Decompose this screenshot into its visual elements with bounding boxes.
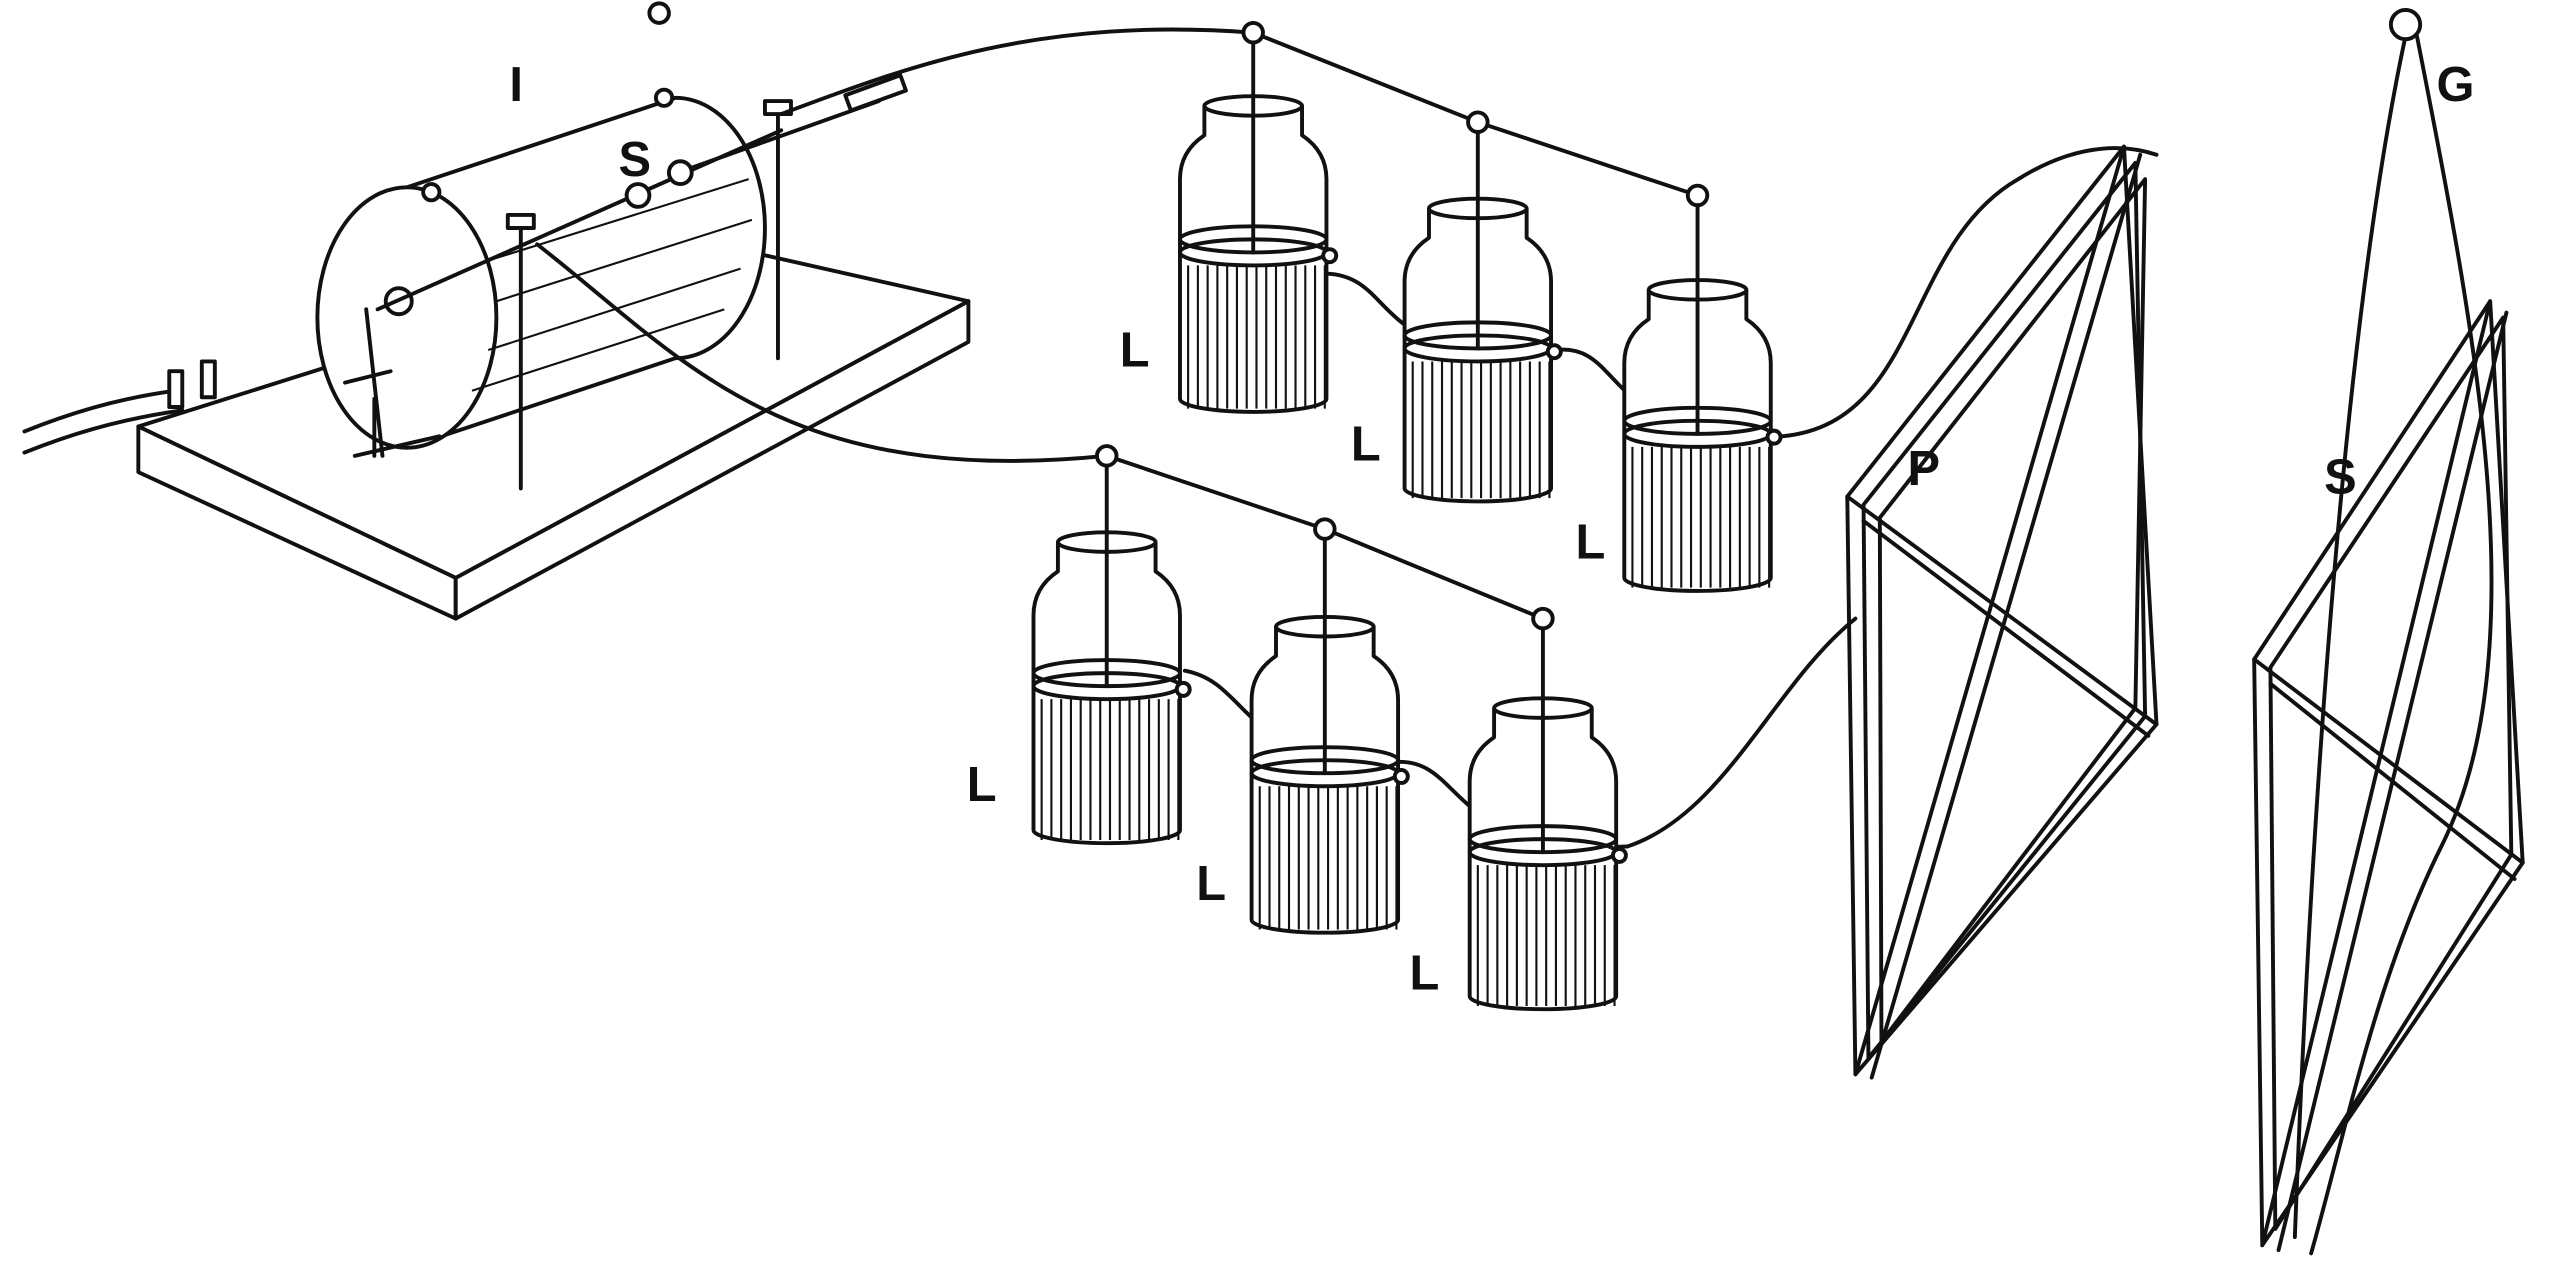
label-jar-3: L (1575, 515, 1605, 569)
secondary-coil-frame (2252, 7, 2525, 1256)
induction-coil (315, 1, 908, 491)
primary-coil-frame (1845, 144, 2159, 1080)
leyden-jar (1249, 517, 1410, 935)
leyden-jar (1402, 110, 1563, 504)
label-induction-coil: I (509, 58, 523, 112)
label-galvanometer: G (2436, 58, 2474, 112)
label-jar-6: L (1409, 947, 1439, 1001)
leyden-jar (1031, 444, 1192, 846)
label-jar-1: L (1120, 323, 1150, 377)
label-jar-2: L (1351, 418, 1381, 472)
label-jar-5: L (1196, 857, 1226, 911)
leyden-jar (1467, 606, 1628, 1012)
input-terminals (22, 359, 217, 455)
label-spark-gap: S (618, 133, 651, 187)
galvanometer-icon (2388, 7, 2423, 42)
label-jar-4: L (967, 758, 997, 812)
label-primary-coil: P (1907, 442, 1940, 496)
label-secondary-coil: S (2324, 450, 2357, 504)
leyden-jar (1178, 20, 1339, 414)
leyden-jar (1622, 183, 1783, 593)
leyden-jars (1031, 20, 1783, 1012)
base-board (136, 242, 971, 621)
